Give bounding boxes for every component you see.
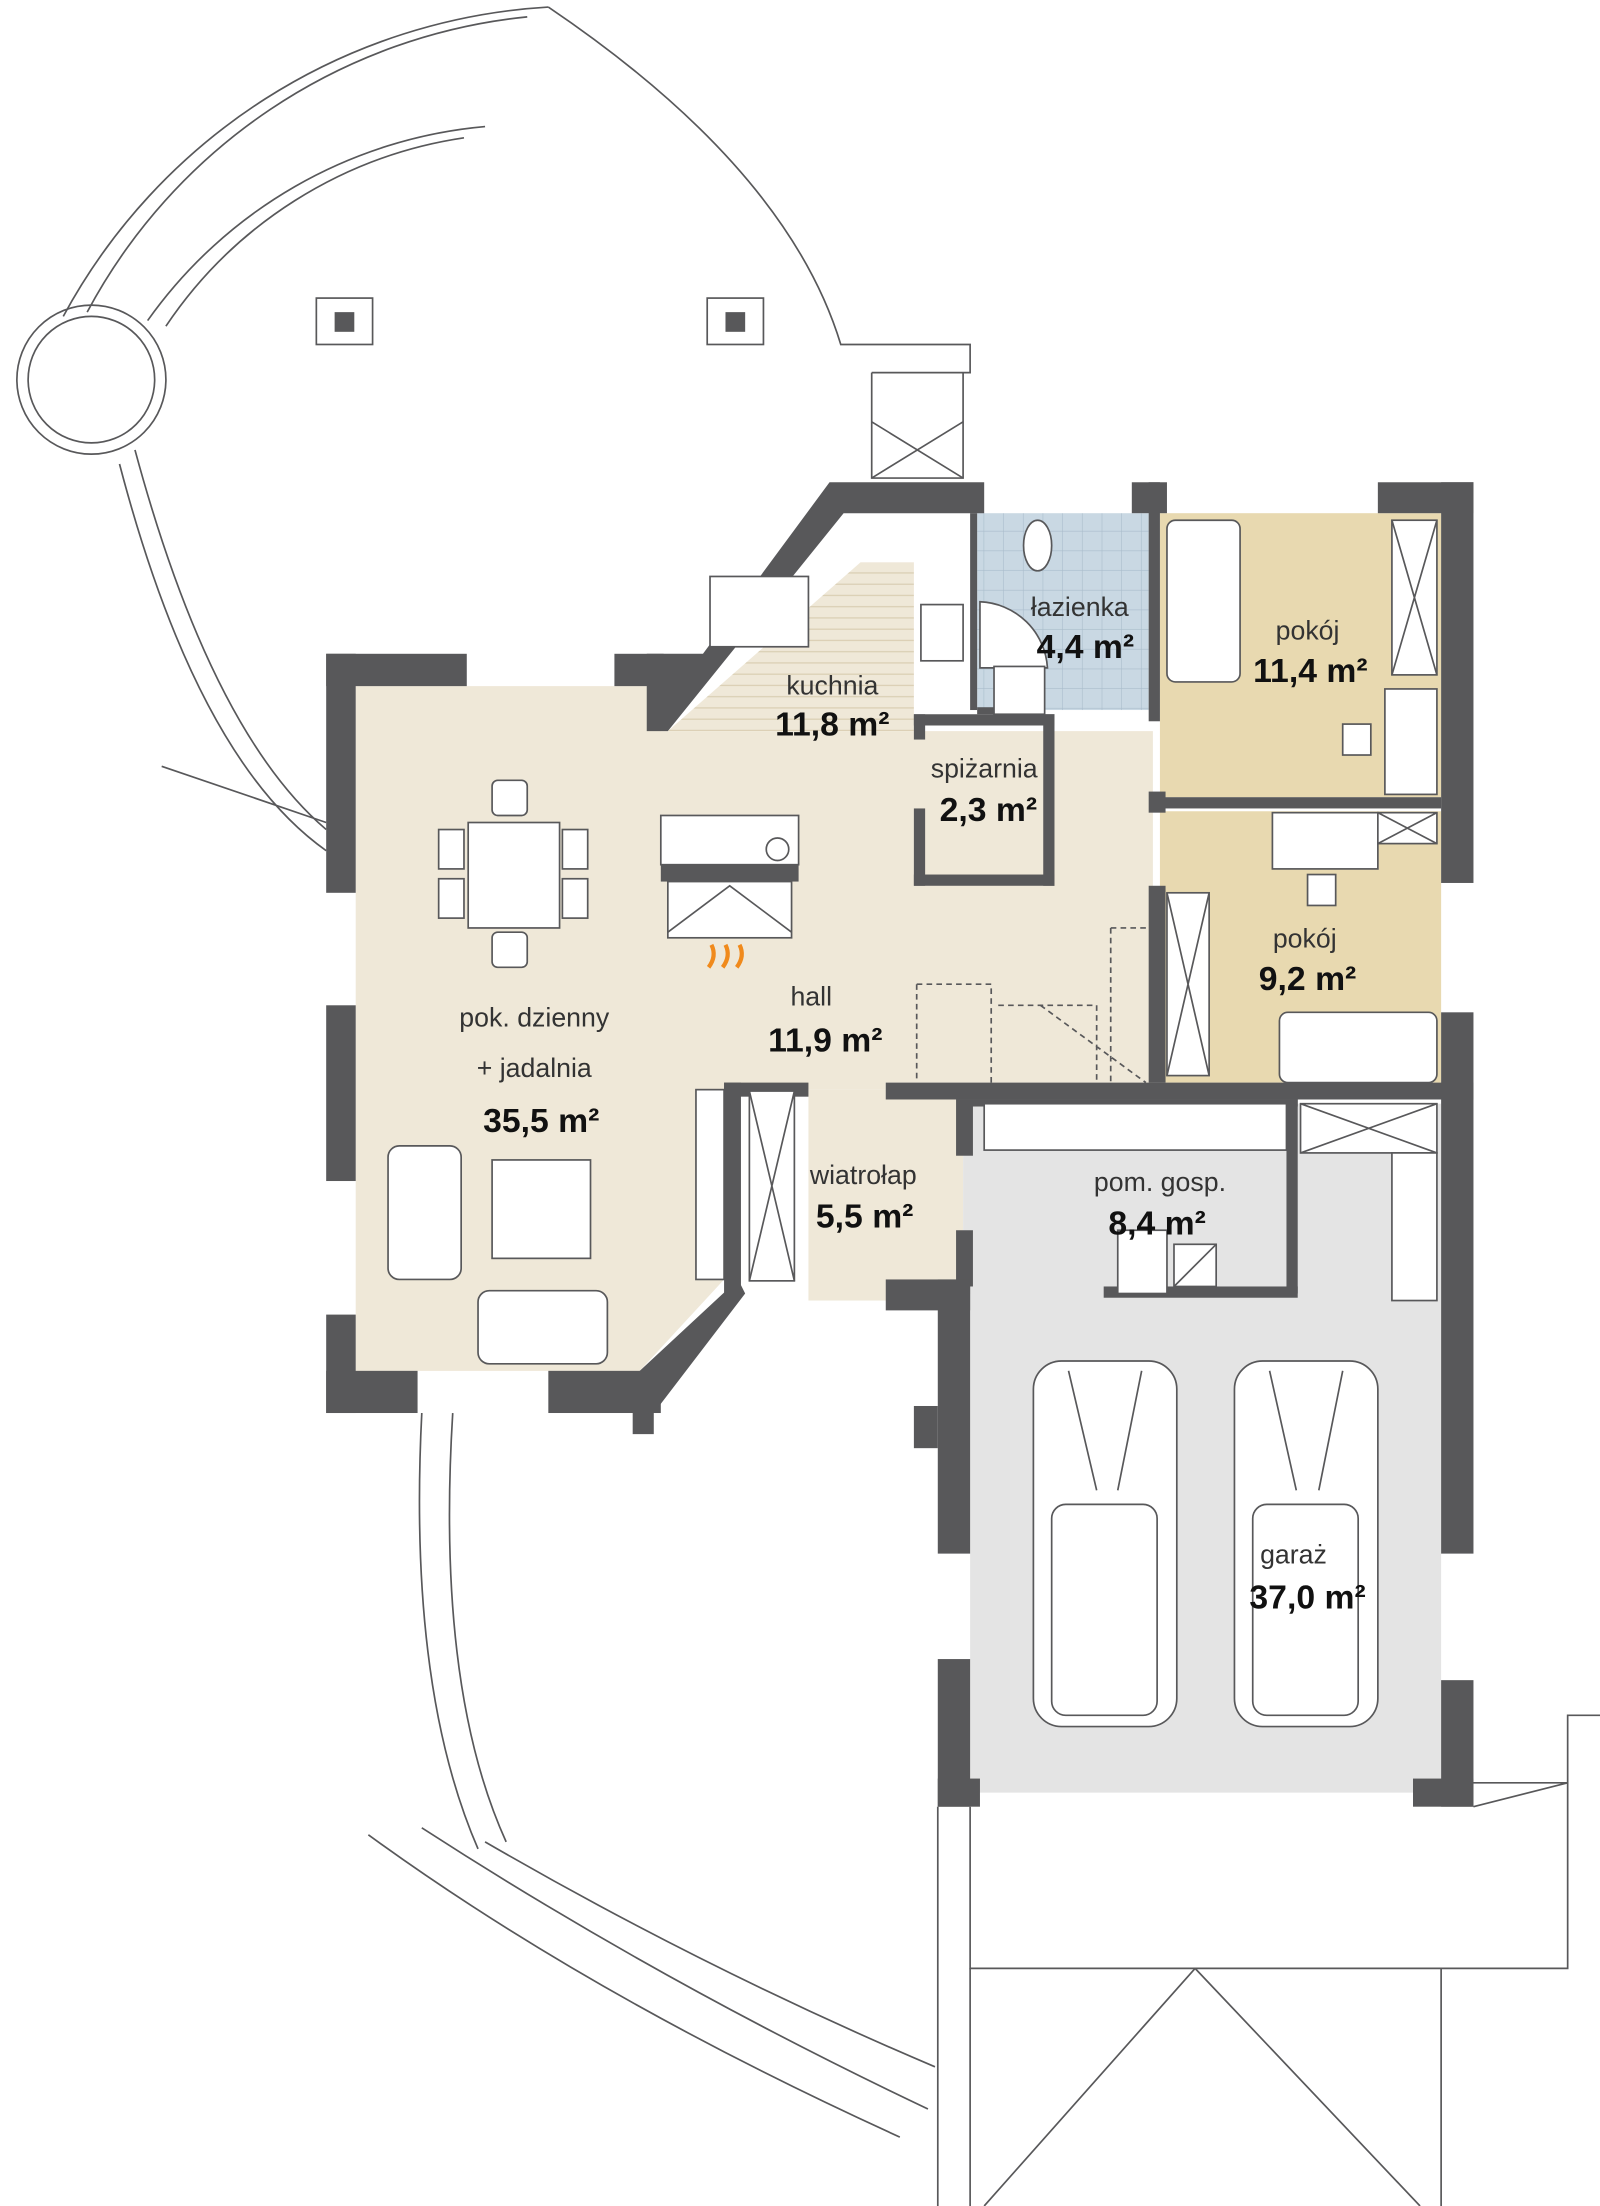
room-area-utility: 8,4 m²: [1108, 1204, 1206, 1242]
room-name-kitchen: kuchnia: [786, 671, 878, 701]
room-name-bedroom-2: pokój: [1273, 924, 1337, 954]
room-name-hall: hall: [790, 981, 832, 1011]
pillar-icon: [315, 297, 374, 346]
room-area-bedroom-2: 9,2 m²: [1259, 960, 1357, 998]
room-area-pantry: 2,3 m²: [940, 791, 1037, 829]
room-area-garage: 37,0 m²: [1249, 1578, 1365, 1616]
room-name-living: pok. dzienny: [459, 1002, 610, 1032]
pillar-icon: [706, 297, 765, 346]
fireplace-flame-icon: [706, 943, 744, 969]
room-area-kitchen: 11,8 m²: [775, 705, 889, 743]
room-name-vestibule: wiatrołap: [809, 1160, 917, 1190]
room-name-utility: pom. gosp.: [1094, 1167, 1226, 1197]
room-area-bedroom-1: 11,4 m²: [1253, 652, 1367, 690]
room-area-bathroom: 4,4 m²: [1037, 628, 1135, 666]
room-name-dining: + jadalnia: [477, 1053, 592, 1083]
furniture: [387, 519, 1438, 1365]
room-name-bathroom: łazienka: [1031, 592, 1129, 622]
room-name-garage: garaż: [1260, 1539, 1327, 1569]
room-name-pantry: spiżarnia: [931, 754, 1038, 784]
room-area-vestibule: 5,5 m²: [816, 1197, 914, 1235]
terrace-outline: [16, 6, 1600, 2206]
vestibule-floor: [808, 1089, 964, 1301]
car-icon: [1032, 1360, 1178, 1728]
room-name-bedroom-1: pokój: [1276, 616, 1340, 646]
room-area-hall: 11,9 m²: [768, 1022, 882, 1060]
room-area-living: 35,5 m²: [483, 1102, 599, 1140]
car-icon: [1233, 1360, 1379, 1728]
